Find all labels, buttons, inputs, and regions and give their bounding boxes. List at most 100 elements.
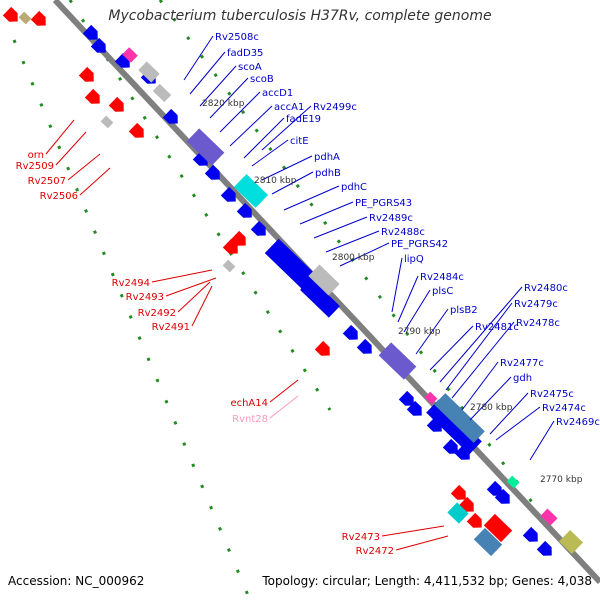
label-leader	[67, 153, 101, 181]
forward-gene-label: Rv2499c	[313, 102, 357, 113]
reverse-gene	[314, 340, 330, 356]
label-leader	[489, 392, 529, 435]
label-leader	[469, 376, 512, 421]
forward-gene-label: pdhC	[341, 182, 367, 193]
accession-text: Accession: NC_000962	[8, 574, 145, 588]
reverse-gene	[230, 230, 246, 246]
label-leader	[461, 361, 499, 411]
reverse-gene-pink	[540, 508, 558, 526]
label-leader	[219, 91, 261, 133]
forward-gene-purple	[186, 128, 225, 166]
scale-label: 2790 kbp	[398, 327, 441, 337]
forward-gene-label: Rv2480c	[524, 283, 568, 294]
reverse-gene-label: Rv2509	[16, 161, 54, 172]
label-leader	[381, 525, 445, 537]
forward-gene	[442, 438, 458, 454]
reverse-gene	[466, 512, 482, 528]
reverse-gene	[2, 6, 18, 22]
forward-gene-label: PE_PGRS43	[355, 198, 412, 209]
label-leader	[283, 185, 340, 211]
reverse-gene-label: Rv2494	[112, 278, 150, 289]
label-leader	[269, 395, 299, 419]
label-leader	[429, 325, 474, 371]
forward-gene-label: Rv2481c	[475, 322, 519, 333]
forward-gene-label: lipQ	[404, 254, 424, 265]
forward-gene-grey	[138, 61, 160, 83]
label-leader	[55, 131, 87, 166]
reverse-gene-label: Rvnt28	[232, 414, 268, 425]
forward-gene-long	[264, 238, 319, 292]
scale-label: 2800 kbp	[332, 253, 375, 263]
reverse-gene-cyan	[447, 502, 469, 524]
forward-gene-label: fadD35	[227, 48, 263, 59]
label-leader	[151, 269, 213, 283]
forward-gene-label: gdh	[513, 373, 532, 384]
reverse-gene	[128, 122, 144, 138]
reverse-gene-green	[506, 475, 520, 489]
reverse-gene	[78, 66, 94, 82]
forward-gene-label: scoA	[238, 62, 262, 73]
forward-gene-label: plsC	[432, 286, 453, 297]
reverse-gene-olive	[558, 529, 584, 555]
forward-gene-label: plsB2	[450, 305, 478, 316]
forward-gene-label: Rv2475c	[530, 389, 574, 400]
reverse-gene-tan	[18, 11, 32, 25]
label-leader	[445, 302, 513, 391]
forward-gene	[494, 488, 510, 504]
label-leader	[209, 77, 249, 119]
forward-gene-long	[426, 399, 482, 455]
ruler-line	[12, 39, 252, 600]
scale-label: 2810 kbp	[254, 176, 297, 186]
label-leader	[313, 216, 368, 239]
forward-gene	[204, 164, 220, 180]
label-leader	[183, 35, 214, 81]
forward-gene-cyan	[233, 174, 269, 208]
label-leader	[403, 289, 431, 333]
forward-gene-label: Rv2474c	[542, 403, 586, 414]
forward-gene-label: Rv2508c	[215, 32, 259, 43]
gene-features	[2, 6, 584, 557]
forward-gene	[406, 400, 422, 416]
label-leader	[177, 281, 211, 313]
reverse-gene-grey	[100, 115, 114, 129]
forward-gene-label: Rv2484c	[420, 272, 464, 283]
label-leader	[271, 171, 314, 195]
reverse-gene-label: orn	[28, 150, 44, 161]
forward-gene-label: Rv2477c	[500, 358, 544, 369]
forward-gene-label: Rv2469c	[556, 417, 600, 428]
forward-gene-label: scoB	[250, 74, 274, 85]
label-leader	[415, 308, 449, 355]
label-leader	[395, 535, 449, 551]
reverse-gene	[84, 88, 100, 104]
forward-gene-pink	[424, 391, 438, 405]
label-leader	[269, 379, 299, 403]
label-leader	[325, 230, 380, 253]
forward-gene-label: PE_PGRS42	[391, 239, 448, 250]
forward-gene-label: accD1	[262, 88, 293, 99]
label-leader	[191, 285, 213, 327]
reverse-gene-label: Rv2506	[40, 191, 78, 202]
reverse-gene-label: Rv2492	[138, 308, 176, 319]
label-leader	[229, 105, 273, 147]
forward-gene-label: pdhA	[314, 152, 340, 163]
forward-gene-label: Rv2479c	[514, 299, 558, 310]
forward-gene	[250, 220, 266, 236]
reverse-gene	[108, 96, 124, 112]
label-leader	[189, 51, 226, 95]
reverse-gene	[30, 10, 46, 26]
label-leader	[397, 275, 419, 323]
forward-gene	[82, 24, 98, 40]
reverse-gene-label: Rv2491	[152, 322, 190, 333]
label-leader	[243, 117, 285, 159]
genome-title: Mycobacterium tuberculosis H37Rv, comple…	[108, 8, 492, 24]
forward-gene-long	[300, 278, 340, 318]
forward-gene	[342, 324, 358, 340]
forward-gene-purple	[378, 342, 417, 380]
forward-gene-label: accA1	[274, 102, 304, 113]
scale-label: 2770 kbp	[540, 475, 583, 485]
topology-text: Topology: circular; Length: 4,411,532 bp…	[262, 574, 592, 588]
reverse-gene-label: Rv2493	[126, 292, 164, 303]
